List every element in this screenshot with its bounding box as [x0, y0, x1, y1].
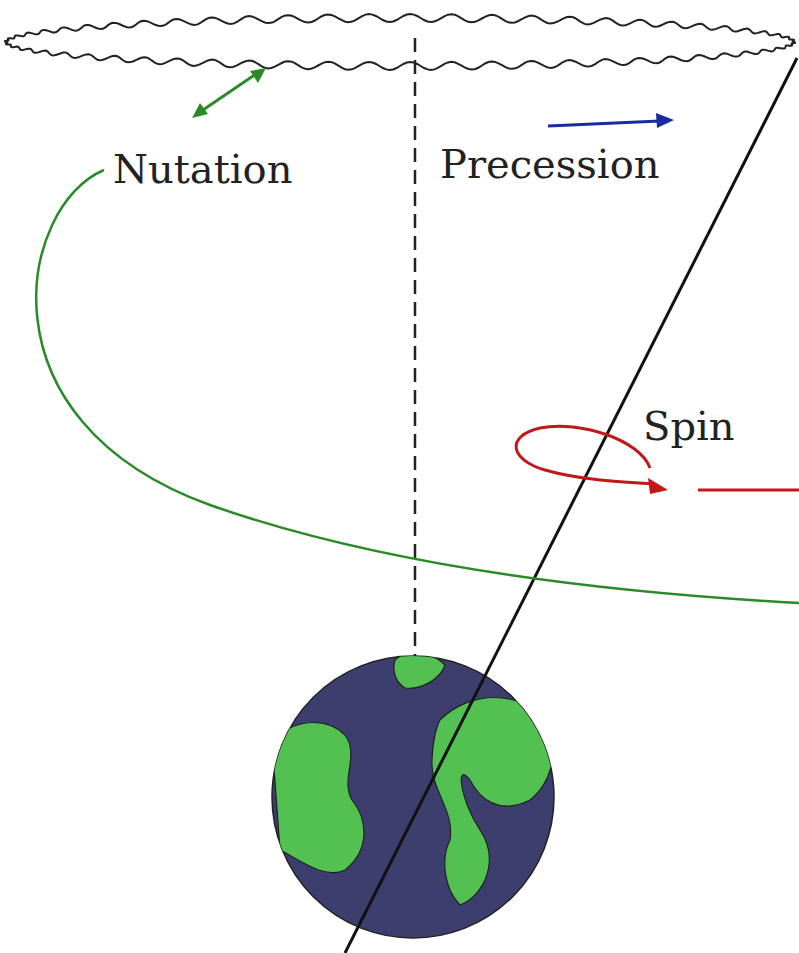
precession-label: Precession	[440, 140, 659, 188]
nutation-label: Nutation	[113, 145, 292, 193]
nutation-leader	[36, 170, 799, 603]
rotation-axis	[345, 58, 797, 953]
nutation-cone-rim	[5, 14, 795, 70]
precession-arrow	[548, 113, 674, 128]
nutation-arrow	[192, 68, 266, 118]
spin-label: Spin	[643, 402, 735, 450]
earth	[272, 653, 554, 938]
